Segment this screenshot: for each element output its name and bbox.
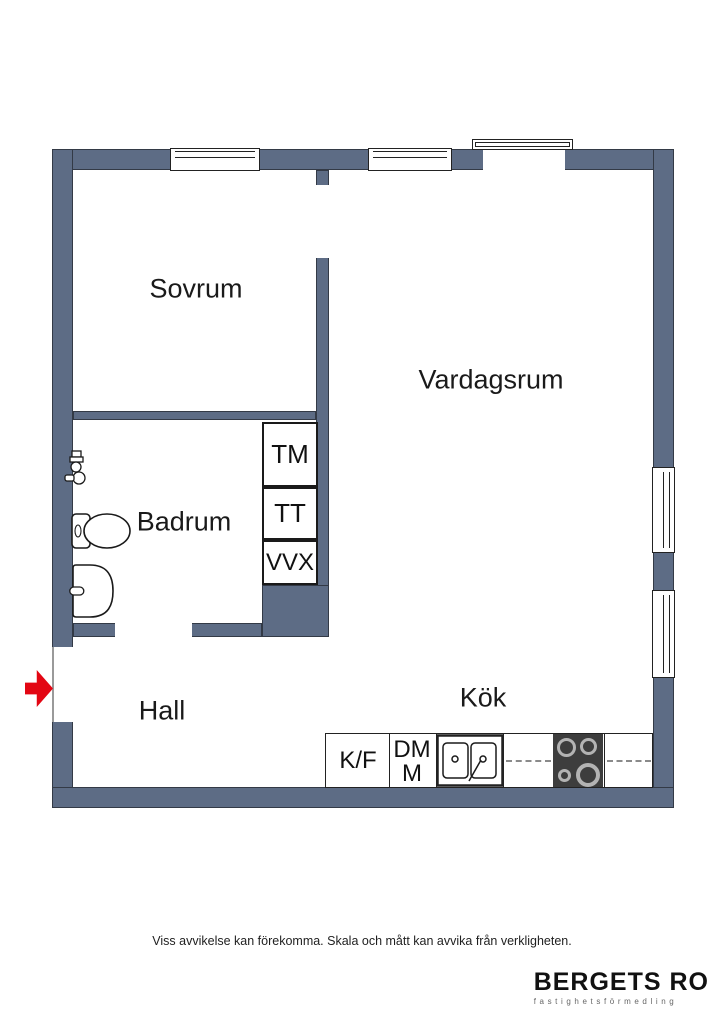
room-label-badrum: Badrum (136, 506, 232, 537)
closet-vvx: VVX (262, 540, 318, 585)
wall-badrum-top (73, 411, 316, 420)
washbasin-icon (69, 564, 114, 618)
room-label-kok: Kök (459, 682, 507, 713)
entrance-door-line (52, 647, 54, 722)
balcony-door-frame (472, 139, 573, 150)
shower-mixer-icon (64, 450, 86, 485)
burner (557, 768, 571, 782)
footer-disclaimer: Viss avvikelse kan förekomma. Skala och … (152, 934, 572, 948)
closet-tt: TT (262, 487, 318, 540)
burner (575, 762, 600, 787)
unit-dm-label-line1: DM (393, 736, 431, 763)
closet-tm-label: TM (271, 439, 309, 469)
counter-divider (604, 734, 605, 787)
kitchen-sink-icon (436, 734, 504, 787)
toilet-icon (71, 513, 131, 549)
brand-name: BERGETS RO (533, 968, 709, 996)
entrance-opening (51, 647, 74, 722)
window-glass (663, 595, 670, 673)
stove-icon (553, 734, 603, 787)
burner (579, 737, 597, 755)
window-glass (175, 151, 255, 158)
wall-bottom (52, 787, 674, 808)
entrance-arrow-icon (25, 670, 53, 707)
brand-logo: BERGETS RO fastighetsförmedling (533, 968, 709, 1007)
bedroom-doorway-opening (315, 185, 330, 258)
counter-dash-line (506, 760, 551, 762)
wall-vvx-block (262, 585, 329, 637)
bathroom-doorway-opening (115, 622, 192, 638)
balcony-door-frame-inner (475, 142, 570, 147)
window-top-1 (170, 148, 260, 171)
counter-dash-line (607, 760, 651, 762)
brand-tagline: fastighetsförmedling (533, 997, 678, 1007)
window-right-1 (652, 467, 675, 553)
kitchen-counter: K/F DM M (325, 733, 653, 788)
closet-tt-label: TT (274, 498, 306, 528)
room-label-sovrum: Sovrum (149, 273, 243, 304)
unit-kf-label: K/F (339, 747, 377, 774)
burner (556, 737, 576, 757)
wall-top (52, 149, 674, 170)
unit-dm-label-line2: M (402, 760, 422, 787)
wall-left (52, 149, 73, 808)
window-glass (663, 472, 670, 548)
closet-vvx-label: VVX (265, 548, 315, 576)
closet-tm: TM (262, 422, 318, 487)
balcony-door-opening (483, 148, 565, 171)
room-label-vardagsrum: Vardagsrum (418, 364, 564, 395)
room-label-hall: Hall (138, 695, 186, 726)
wall-divider-sovrum-vardagsrum (316, 170, 329, 637)
window-right-2 (652, 590, 675, 678)
window-glass (373, 151, 447, 158)
window-top-2 (368, 148, 452, 171)
counter-divider (389, 734, 390, 787)
